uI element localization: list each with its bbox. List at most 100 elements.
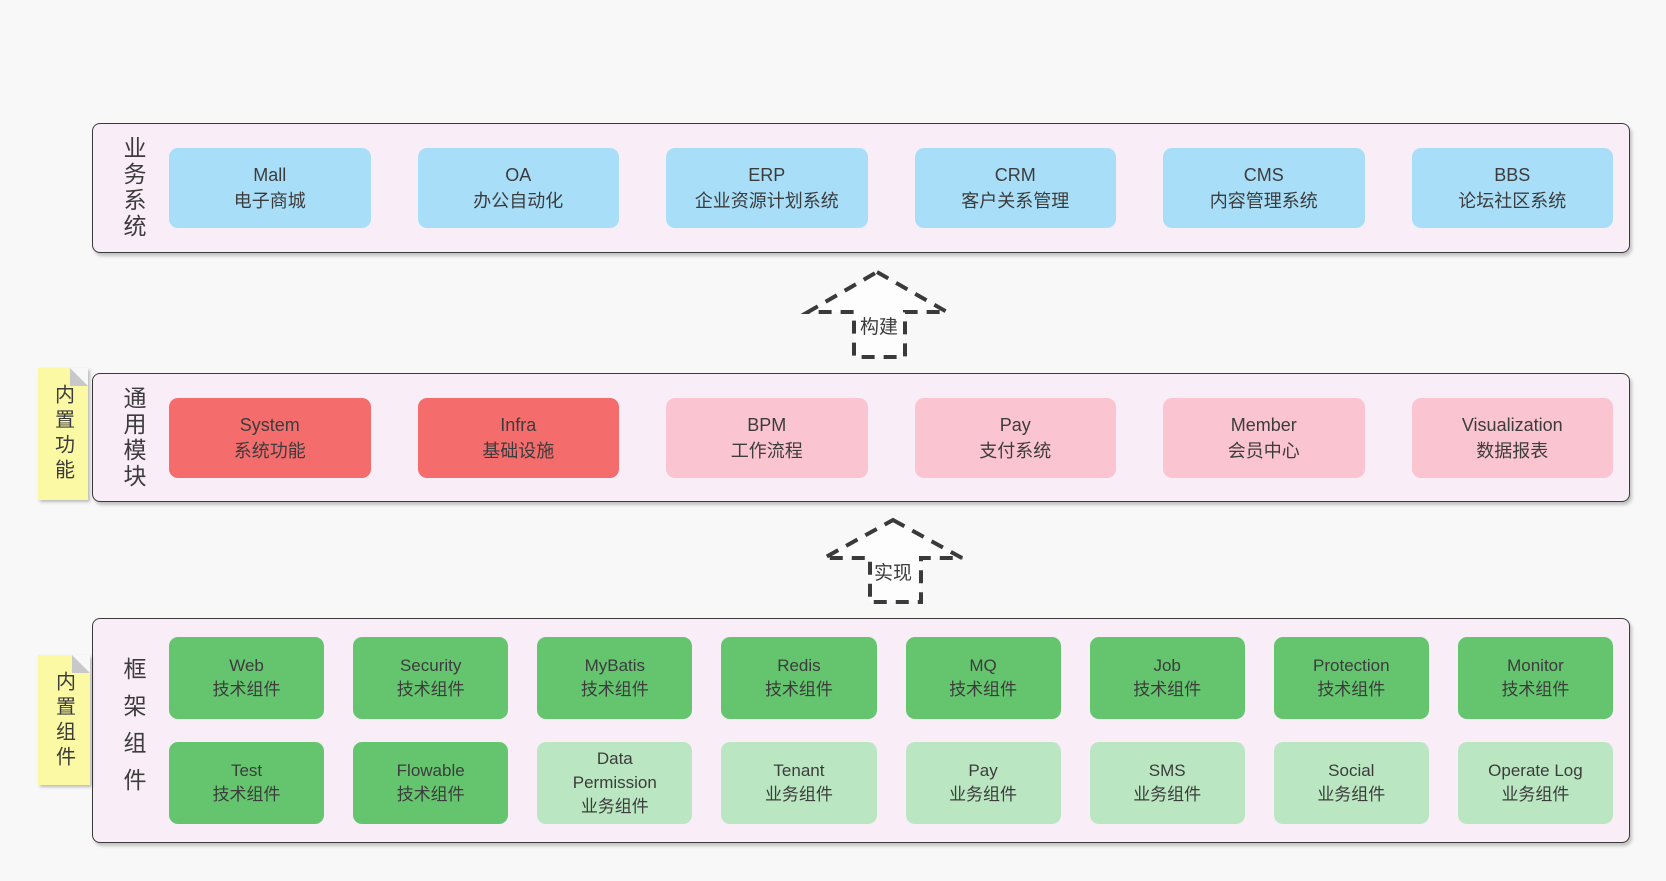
module-box-infra: Infra 基础设施 xyxy=(417,397,619,478)
module-box-sms: SMS 业务组件 xyxy=(1089,742,1245,824)
arrow-label: 实现 xyxy=(874,562,912,584)
module-description: 技术组件 xyxy=(949,680,1018,699)
module-box-job: Job 技术组件 xyxy=(1089,637,1245,719)
module-name: Security xyxy=(399,656,462,675)
sticky-note-built-in-components: 内置组件 xyxy=(38,655,90,785)
module-description: 系统功能 xyxy=(233,440,306,461)
module-description: 技术组件 xyxy=(212,785,281,804)
module-box-test: Test 技术组件 xyxy=(169,742,325,824)
module-description: 业务组件 xyxy=(764,785,833,804)
module-description: 技术组件 xyxy=(1317,680,1386,699)
sticky-note-built-in-features: 内置功能 xyxy=(38,368,88,500)
module-box-redis: Redis 技术组件 xyxy=(721,637,877,719)
panel-side-label: 框架组件 xyxy=(120,656,146,805)
module-box-security: Security 技术组件 xyxy=(353,637,509,719)
module-name: Protection xyxy=(1313,656,1390,675)
module-name: Pay xyxy=(968,761,998,780)
module-box-pay: Pay 支付系统 xyxy=(914,397,1116,478)
module-box-pay: Pay 业务组件 xyxy=(905,742,1061,824)
note-label: 内置组件 xyxy=(52,671,75,771)
module-name: Monitor xyxy=(1507,656,1564,675)
module-description: 业务组件 xyxy=(949,785,1018,804)
module-description: 技术组件 xyxy=(396,680,465,699)
module-name: Web xyxy=(229,656,264,675)
module-name: Flowable xyxy=(396,761,465,780)
module-box-operate-log: Operate Log 业务组件 xyxy=(1457,742,1613,824)
module-box-system: System 系统功能 xyxy=(169,397,371,478)
common-modules-panel: 通用模块 System 系统功能 Infra 基础设施 BPM 工作流程 Pay 支付系统 Me… xyxy=(92,373,1630,502)
module-name: MyBatis xyxy=(584,656,646,675)
module-description: 论坛社区系统 xyxy=(1458,191,1567,211)
module-name: System xyxy=(239,414,300,435)
dashed-up-arrow-shape xyxy=(800,269,955,359)
module-name: BBS xyxy=(1494,165,1531,185)
module-box-bpm: BPM 工作流程 xyxy=(666,397,868,478)
module-name: Social xyxy=(1328,761,1375,780)
module-name: Pay xyxy=(999,414,1031,435)
module-description: 内容管理系统 xyxy=(1209,191,1318,211)
module-rows: System 系统功能 Infra 基础设施 BPM 工作流程 Pay 支付系统 Member 会… xyxy=(169,397,1613,478)
module-row: System 系统功能 Infra 基础设施 BPM 工作流程 Pay 支付系统 Member 会… xyxy=(169,397,1613,478)
module-name: SMS xyxy=(1148,761,1186,780)
module-name: Operate Log xyxy=(1488,761,1583,780)
panel-side-label: 业务系统 xyxy=(120,136,146,240)
module-name: Infra xyxy=(500,414,537,435)
module-description: 支付系统 xyxy=(979,440,1052,461)
module-description: 会员中心 xyxy=(1227,440,1300,461)
module-description: 工作流程 xyxy=(730,440,803,461)
module-box-crm: CRM 客户关系管理 xyxy=(914,148,1116,228)
module-name: Tenant xyxy=(773,761,825,780)
module-description: 基础设施 xyxy=(482,440,555,461)
module-box-cms: CMS 内容管理系统 xyxy=(1163,148,1365,228)
module-name: Mall xyxy=(253,165,287,185)
module-box-web: Web 技术组件 xyxy=(169,637,325,719)
module-description: 业务组件 xyxy=(580,797,649,816)
folded-corner-icon xyxy=(70,368,88,386)
module-name: Job xyxy=(1153,656,1181,675)
module-description: 技术组件 xyxy=(1501,680,1570,699)
module-box-bbs: BBS 论坛社区系统 xyxy=(1411,148,1613,228)
module-description: 技术组件 xyxy=(1133,680,1202,699)
module-name: Data Permission xyxy=(572,749,657,792)
module-description: 数据报表 xyxy=(1476,440,1549,461)
module-description: 业务组件 xyxy=(1133,785,1202,804)
module-description: 业务组件 xyxy=(1501,785,1570,804)
panel-side-label: 通用模块 xyxy=(120,385,146,490)
module-description: 技术组件 xyxy=(764,680,833,699)
module-box-protection: Protection 技术组件 xyxy=(1273,637,1429,719)
module-name: BPM xyxy=(747,414,787,435)
module-name: OA xyxy=(505,165,532,185)
folded-corner-icon xyxy=(72,655,90,673)
module-name: Test xyxy=(230,761,263,780)
module-name: CMS xyxy=(1243,165,1284,185)
module-box-data-permission: Data Permission 业务组件 xyxy=(537,742,693,824)
module-name: Redis xyxy=(777,656,821,675)
note-label: 内置功能 xyxy=(51,384,74,484)
module-description: 业务组件 xyxy=(1317,785,1386,804)
module-box-monitor: Monitor 技术组件 xyxy=(1457,637,1613,719)
module-description: 技术组件 xyxy=(212,680,281,699)
module-name: ERP xyxy=(748,165,786,185)
module-box-social: Social 业务组件 xyxy=(1273,742,1429,824)
module-box-tenant: Tenant 业务组件 xyxy=(721,742,877,824)
module-name: CRM xyxy=(994,165,1036,185)
module-name: Member xyxy=(1230,414,1297,435)
arrow-label: 构建 xyxy=(860,316,898,338)
implement-arrow: 实现 xyxy=(823,517,963,604)
module-description: 客户关系管理 xyxy=(961,191,1070,211)
